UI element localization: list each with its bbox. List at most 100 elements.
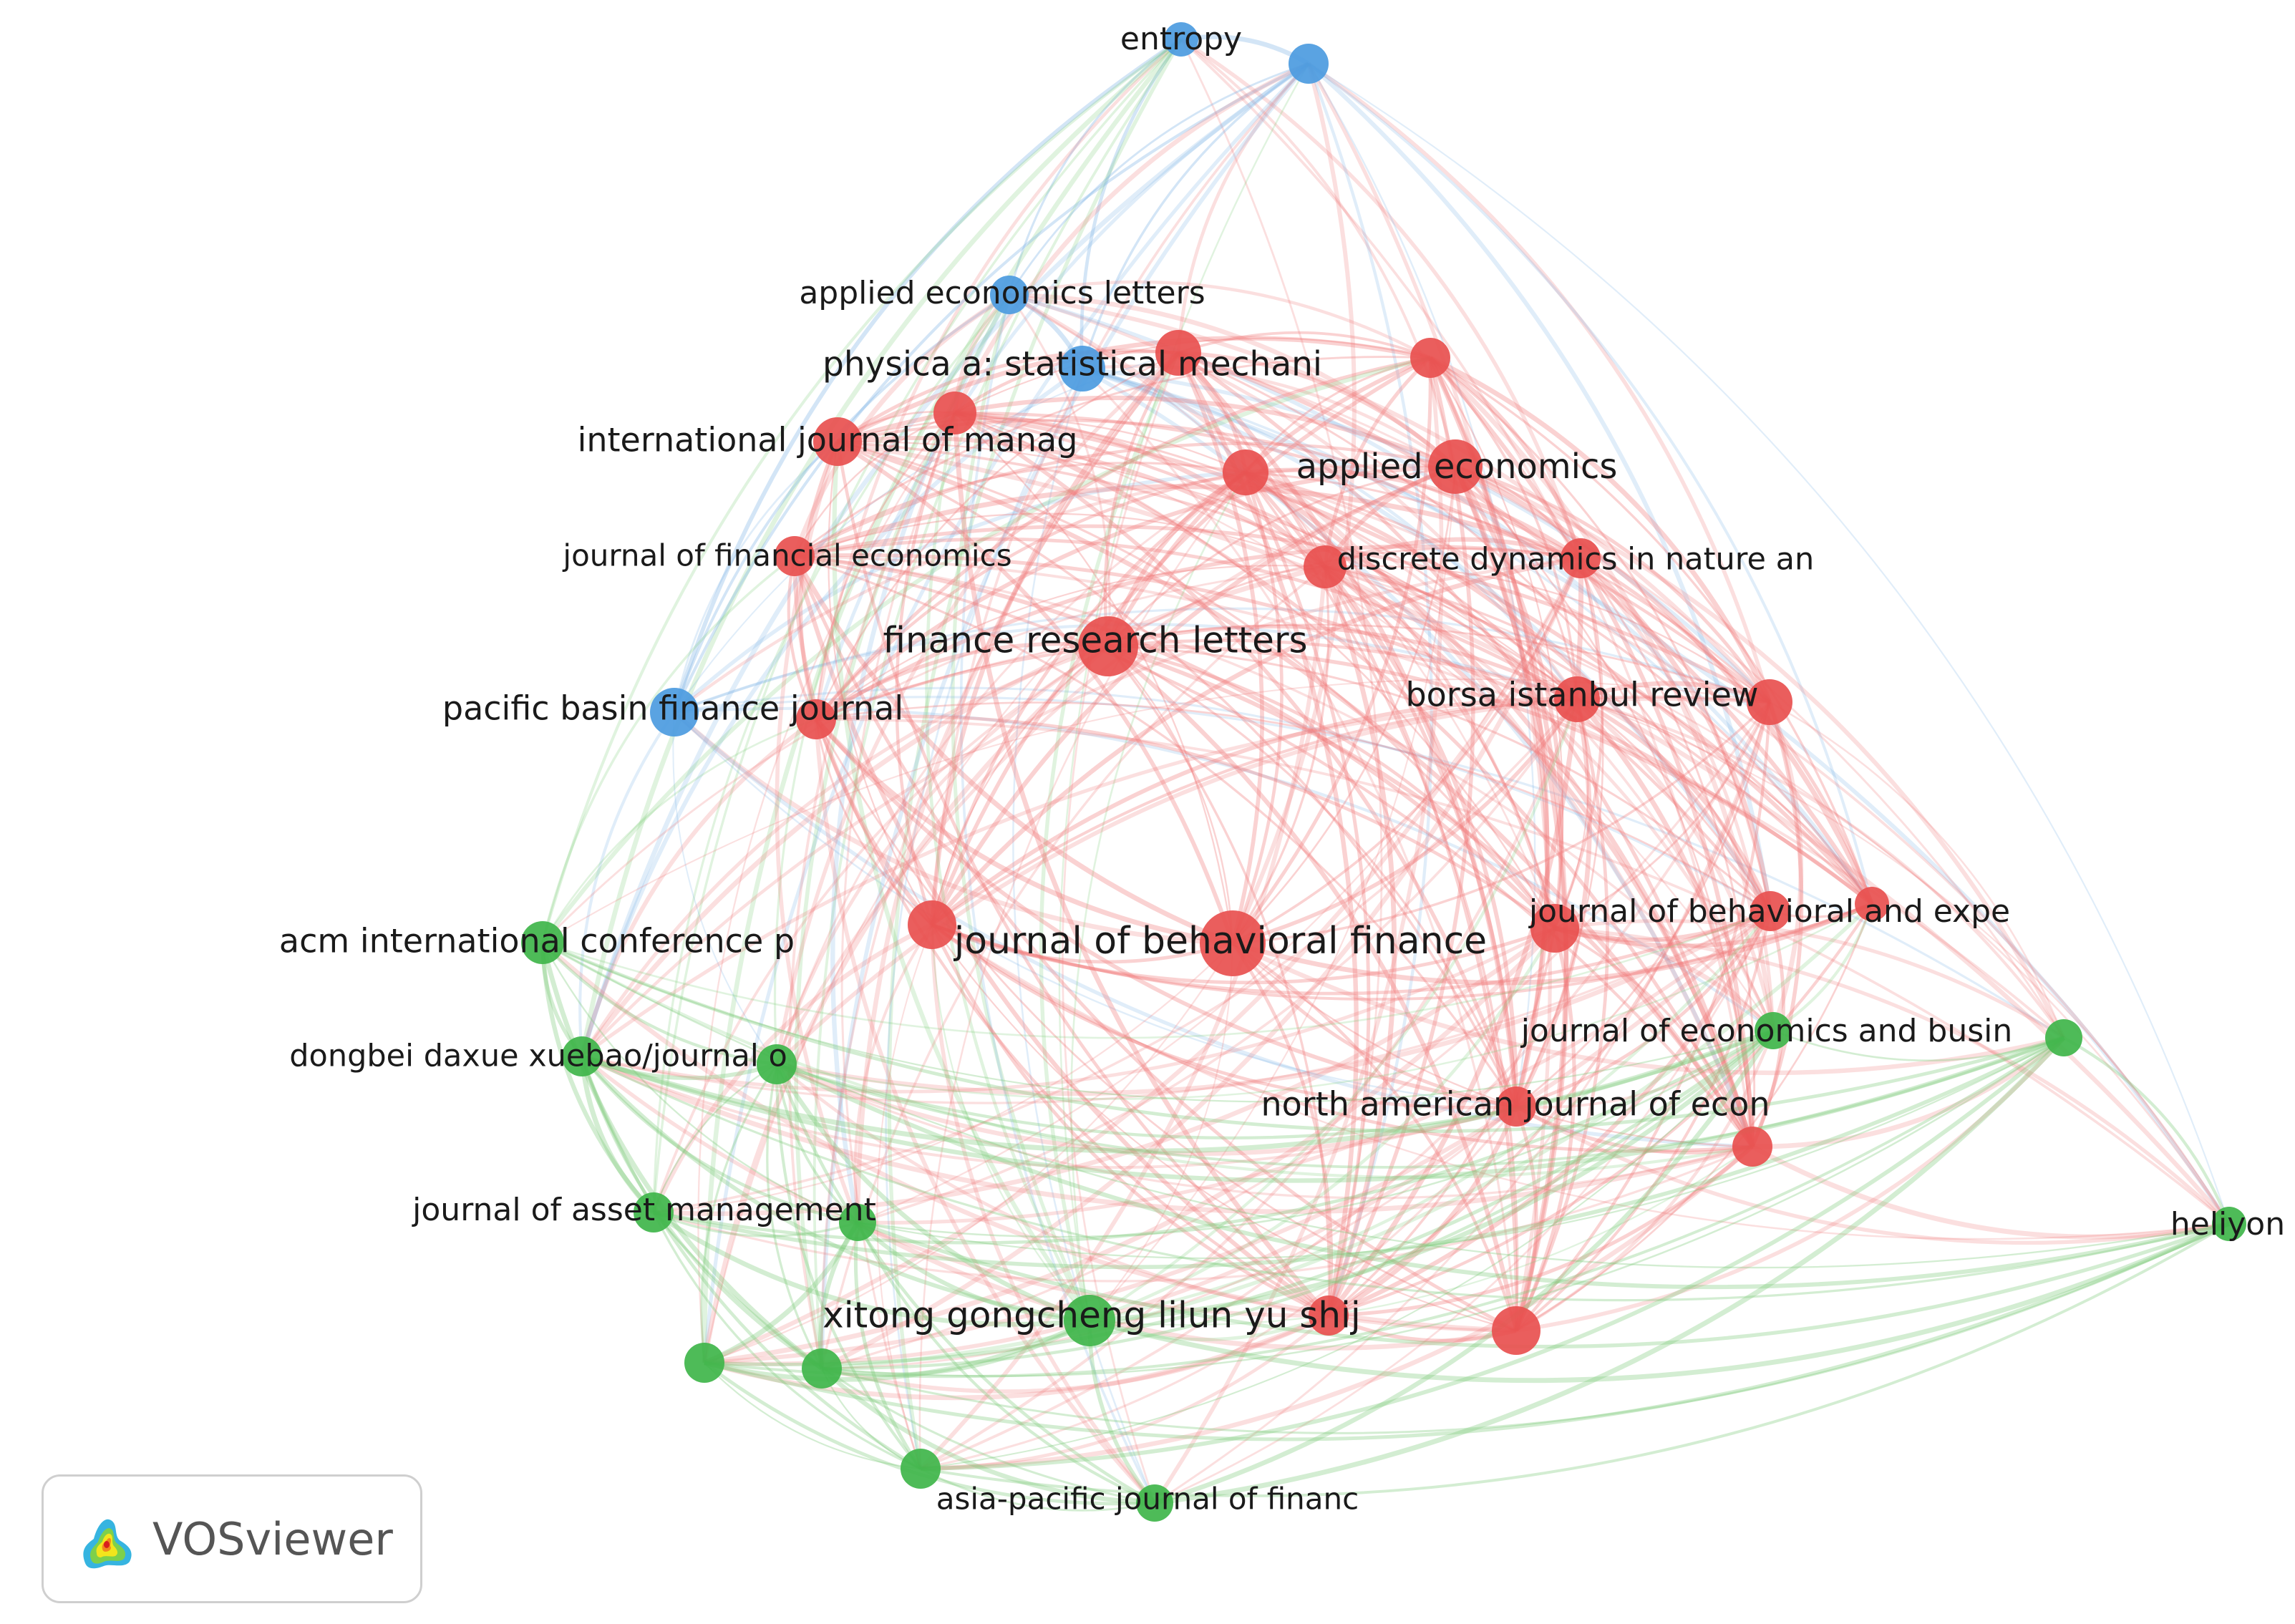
link bbox=[1245, 471, 2231, 1225]
link bbox=[1089, 1029, 1775, 1323]
node-discrete-dynamics[interactable] bbox=[1304, 545, 1347, 588]
node-red-center-left[interactable] bbox=[908, 900, 956, 949]
node-xitong-gongcheng[interactable] bbox=[1064, 1295, 1115, 1346]
node-label-north-american[interactable]: north american journal of econ bbox=[1261, 1085, 1770, 1124]
link bbox=[1089, 1221, 2231, 1384]
node-intl-journal-manag[interactable] bbox=[813, 417, 862, 466]
node-acm-international[interactable] bbox=[521, 921, 564, 964]
node-label-acm-international[interactable]: acm international conference p bbox=[279, 922, 795, 961]
link bbox=[820, 62, 1311, 1369]
node-entropy[interactable] bbox=[1164, 22, 1198, 57]
node-asia-pacific[interactable] bbox=[1136, 1484, 1173, 1522]
node-red-mid-top[interactable] bbox=[1223, 449, 1268, 495]
node-label-journal-asset-management[interactable]: journal of asset management bbox=[412, 1192, 876, 1228]
node-red-top-right[interactable] bbox=[1410, 338, 1450, 378]
node-label-borsa-istanbul[interactable]: borsa istanbul review bbox=[1405, 676, 1758, 714]
link-layer bbox=[540, 34, 2231, 1512]
node-red-near-physica[interactable] bbox=[1155, 330, 1201, 376]
node-red-bottom[interactable] bbox=[1492, 1306, 1540, 1355]
node-borsa-istanbul[interactable] bbox=[1554, 676, 1600, 722]
node-blue-top-right[interactable] bbox=[1289, 44, 1329, 84]
link bbox=[775, 471, 1246, 1065]
link bbox=[857, 1037, 2064, 1260]
link bbox=[1308, 63, 2230, 1225]
node-journal-asset-management[interactable] bbox=[634, 1192, 674, 1232]
link bbox=[1515, 910, 1772, 1332]
node-red-bottom-mid[interactable] bbox=[1309, 1295, 1349, 1336]
node-journal-economics-busin[interactable] bbox=[1755, 1012, 1792, 1049]
link bbox=[1009, 292, 1457, 469]
node-label-dongbei-daxue[interactable]: dongbei daxue xuebao/journal o bbox=[289, 1039, 787, 1074]
node-red-upper-left[interactable] bbox=[933, 392, 976, 434]
link bbox=[1455, 466, 1754, 1147]
link bbox=[702, 62, 1310, 1363]
node-green-bottom-left2[interactable] bbox=[802, 1348, 842, 1389]
link bbox=[920, 1467, 1155, 1512]
node-finance-research-letters[interactable] bbox=[1078, 616, 1138, 676]
node-label-journal-behavioral-expe[interactable]: journal of behavioral and expe bbox=[1528, 893, 2010, 930]
link bbox=[1232, 901, 1873, 986]
node-red-right-upper[interactable] bbox=[1561, 538, 1601, 578]
node-red-left-mid[interactable] bbox=[796, 699, 836, 739]
link bbox=[876, 924, 933, 1469]
node-physica-a[interactable] bbox=[1059, 346, 1105, 392]
node-journal-behavioral-finance[interactable] bbox=[1200, 910, 1266, 976]
node-applied-economics[interactable] bbox=[1428, 439, 1483, 494]
node-label-entropy[interactable]: entropy bbox=[1120, 21, 1242, 57]
node-label-intl-journal-manag[interactable]: international journal of manag bbox=[578, 421, 1078, 460]
link bbox=[1327, 928, 1556, 1317]
node-label-journal-economics-busin[interactable]: journal of economics and busin bbox=[1520, 1013, 2013, 1049]
link bbox=[775, 1064, 859, 1224]
link bbox=[815, 470, 1246, 721]
node-dongbei-daxue[interactable] bbox=[562, 1036, 602, 1076]
link bbox=[542, 940, 2064, 1133]
node-green-bottom[interactable] bbox=[901, 1449, 941, 1489]
node-label-journal-financial-economics[interactable]: journal of financial economics bbox=[562, 538, 1011, 573]
node-label-heliyon[interactable]: heliyon bbox=[2170, 1206, 2285, 1243]
link bbox=[1324, 565, 1755, 1147]
link bbox=[931, 903, 1873, 1001]
link bbox=[652, 1212, 1155, 1504]
node-label-pacific-basin[interactable]: pacific basin finance journal bbox=[442, 689, 903, 728]
link bbox=[1430, 356, 1873, 905]
link bbox=[1231, 357, 1432, 945]
link bbox=[918, 472, 1246, 1469]
link bbox=[1429, 355, 1772, 704]
link bbox=[1070, 472, 1247, 1321]
link bbox=[820, 1366, 1155, 1506]
link bbox=[1082, 366, 1578, 701]
node-red-small-right[interactable] bbox=[1855, 887, 1889, 921]
node-green-far-right[interactable] bbox=[2045, 1019, 2082, 1056]
node-heliyon[interactable] bbox=[2212, 1207, 2246, 1241]
node-red-right-mid[interactable] bbox=[1530, 904, 1579, 953]
link bbox=[1579, 558, 1756, 1147]
node-journal-behavioral-expe[interactable] bbox=[1750, 891, 1790, 931]
node-applied-economics-letters[interactable] bbox=[990, 276, 1029, 314]
node-label-journal-behavioral-finance[interactable]: journal of behavioral finance bbox=[954, 920, 1487, 963]
link bbox=[581, 1055, 858, 1225]
link bbox=[1515, 1029, 1775, 1109]
node-green-bottom-left[interactable] bbox=[684, 1343, 724, 1383]
link bbox=[794, 293, 1011, 1369]
link bbox=[931, 695, 1770, 926]
node-label-asia-pacific[interactable]: asia-pacific journal of financ bbox=[936, 1482, 1359, 1517]
link bbox=[1324, 565, 1873, 905]
node-label-discrete-dynamics[interactable]: discrete dynamics in nature an bbox=[1337, 542, 1814, 578]
link bbox=[540, 942, 656, 1215]
link bbox=[1244, 356, 1431, 473]
link bbox=[837, 440, 1873, 905]
node-label-applied-economics[interactable]: applied economics bbox=[1296, 447, 1618, 487]
node-pacific-basin[interactable] bbox=[650, 688, 699, 736]
node-label-applied-economics-letters[interactable]: applied economics letters bbox=[799, 275, 1205, 311]
node-label-physica-a[interactable]: physica a: statistical mechani bbox=[823, 345, 1322, 384]
link bbox=[1231, 566, 1330, 944]
node-red-far-right[interactable] bbox=[1747, 679, 1792, 725]
node-green-center-left[interactable] bbox=[757, 1044, 797, 1084]
node-red-lower-right[interactable] bbox=[1732, 1127, 1772, 1167]
node-label-xitong-gongcheng[interactable]: xitong gongcheng lilun yu shij bbox=[823, 1295, 1361, 1336]
node-green-mid-lower[interactable] bbox=[839, 1204, 876, 1241]
link bbox=[1176, 351, 1264, 944]
node-north-american[interactable] bbox=[1496, 1086, 1536, 1127]
node-journal-financial-economics[interactable] bbox=[775, 536, 815, 576]
node-label-finance-research-letters[interactable]: finance research letters bbox=[883, 620, 1307, 661]
